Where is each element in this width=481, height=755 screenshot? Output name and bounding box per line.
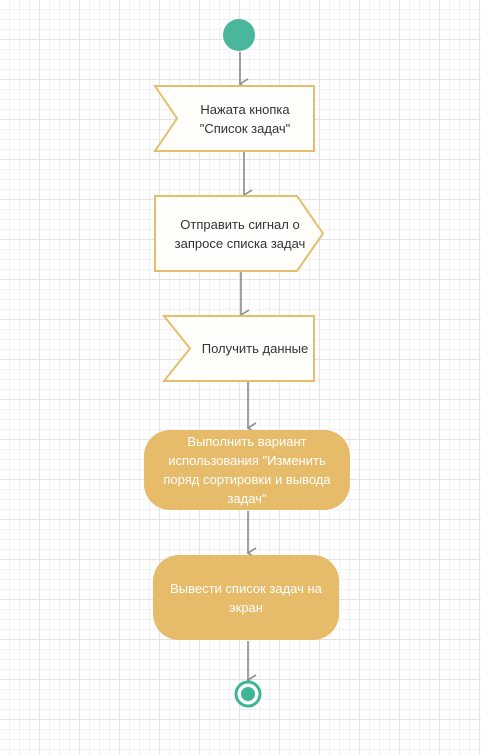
accept-event-receive-data-label: Получить данные [201, 341, 309, 356]
action-display-task-list[interactable] [153, 555, 339, 640]
accept-event-button-pressed-label: Нажата кнопка "Список задач" [199, 101, 291, 136]
final-node-dot [241, 687, 255, 701]
send-signal-request-tasks[interactable] [154, 195, 325, 272]
send-signal-request-tasks-label: Отправить сигнал о запросе списка задач [174, 216, 306, 251]
action-change-sort-order-label: Выполнить вариант использования "Изменит… [163, 434, 331, 506]
initial-node[interactable] [223, 19, 255, 51]
final-node[interactable] [234, 680, 262, 708]
action-display-task-list-label: Вывести список задач на экран [170, 580, 322, 615]
accept-event-receive-data[interactable] [161, 315, 315, 382]
action-change-sort-order[interactable] [144, 430, 350, 510]
accept-event-button-pressed[interactable] [153, 85, 315, 152]
